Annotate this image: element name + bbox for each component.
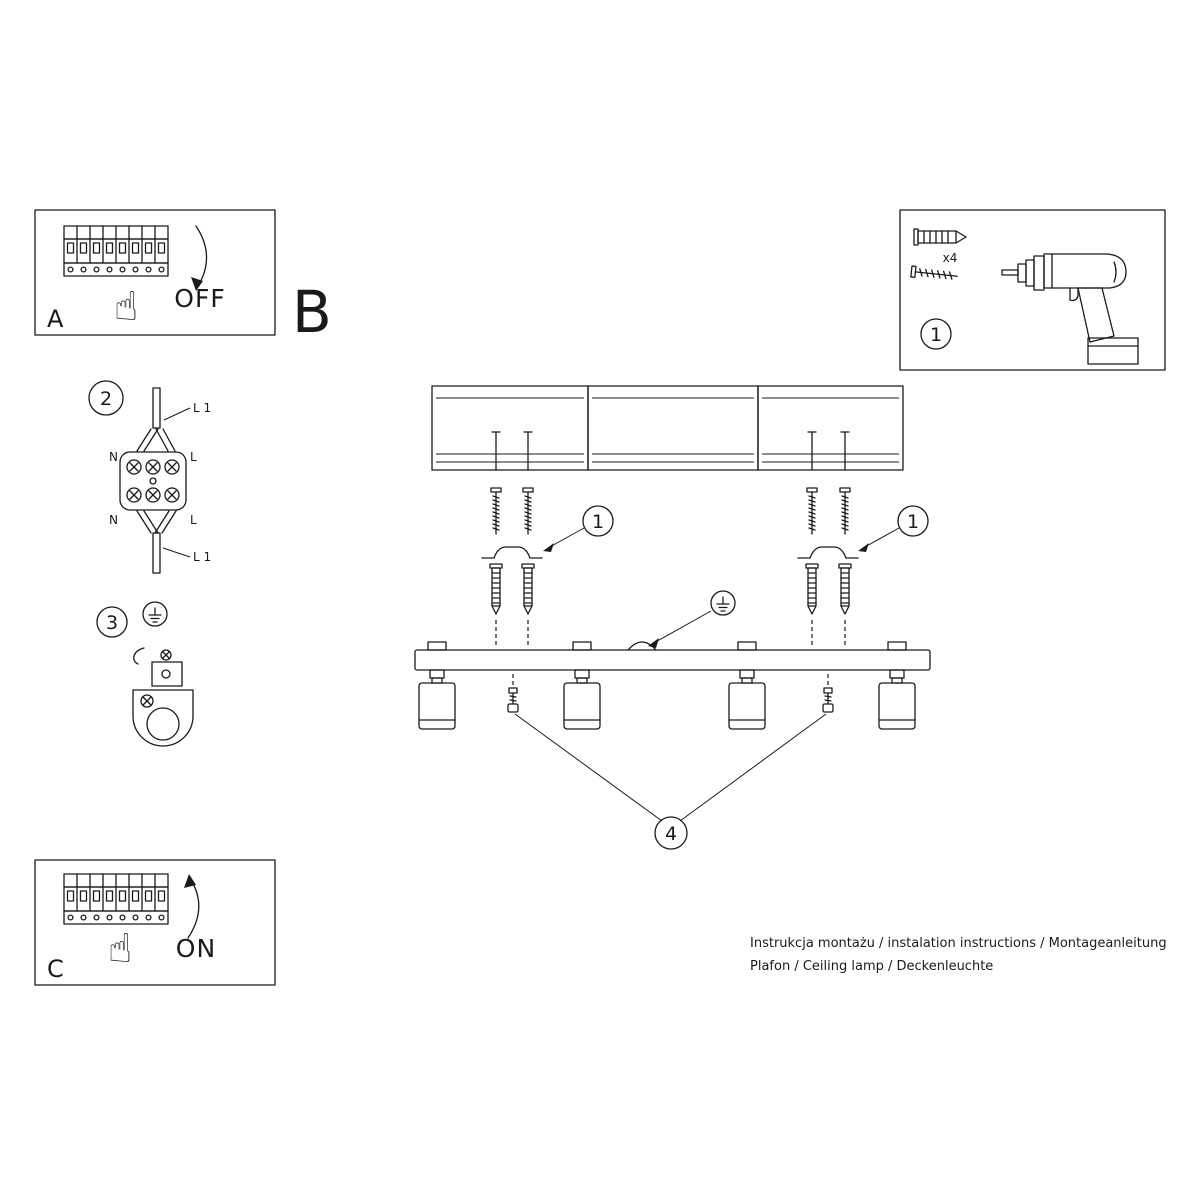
callout-4-badge [654, 816, 688, 850]
ground-wire [627, 641, 657, 651]
earth-icon [710, 590, 736, 616]
step-3-badge [96, 606, 128, 638]
label-l1-bottom: L 1 [193, 550, 211, 564]
callout-4: 4 [514, 713, 827, 850]
cable-split-bottom [136, 510, 177, 534]
panel-a: ☝ OFF A [34, 209, 276, 336]
panel-c: ☝ ON C [34, 859, 276, 986]
panel-a-state-label: OFF [174, 284, 225, 313]
callout-1-right-number: 1 [907, 511, 919, 533]
mounting-screw [839, 487, 851, 535]
footer-line-2: Plafon / Ceiling lamp / Deckenleuchte [750, 959, 993, 974]
terminal-block [119, 451, 187, 511]
section-b-label: B [292, 278, 332, 346]
cable-split-top [136, 428, 176, 452]
spotlight-head [878, 669, 916, 730]
breaker-panel-icon [63, 225, 169, 277]
rail-screw [840, 431, 850, 471]
step-2-number: 2 [100, 388, 112, 410]
tools-box: 1 x4 [899, 209, 1166, 371]
drill-icon [1001, 253, 1139, 365]
callout-1-left-number: 1 [592, 511, 604, 533]
hand-icon: ☝ [108, 926, 132, 972]
anchor-group-left [481, 487, 543, 646]
mounting-screw [806, 487, 818, 535]
rail-screw [491, 431, 501, 471]
step-2-badge [88, 380, 124, 416]
mounting-rail [431, 385, 904, 471]
spotlight-head [418, 669, 456, 730]
cable-top [152, 387, 161, 429]
step-2-wiring: 2 L 1 N L N L L 1 [88, 380, 211, 574]
hand-icon: ☝ [114, 284, 138, 330]
wire-curl [133, 647, 145, 665]
label-n-bottom: N [109, 513, 118, 527]
arrow-up-icon [184, 874, 200, 939]
wall-plug-icon [489, 563, 503, 615]
callout-1-right: 1 [858, 505, 929, 552]
screw-icon [910, 265, 958, 280]
label-n-top: N [109, 450, 118, 464]
label-l-bottom: L [190, 513, 197, 527]
ground-callout [627, 590, 736, 651]
anchor-group-right [797, 487, 859, 646]
panel-c-label: C [47, 955, 64, 983]
fixing-screw [822, 673, 834, 713]
leader-l1-top [163, 407, 191, 421]
label-l-top: L [190, 450, 197, 464]
label-l1-top: L 1 [193, 401, 211, 415]
arrow-down-icon [191, 225, 208, 291]
callout-4-number: 4 [665, 823, 677, 845]
footer-line-1: Instrukcja montażu / instalation instruc… [750, 936, 1167, 951]
breaker-panel-icon [63, 873, 169, 925]
callout-1-left: 1 [543, 505, 614, 552]
panel-a-label: A [47, 305, 64, 333]
wall-plug-icon [838, 563, 852, 615]
spotlight-head [563, 669, 601, 730]
leader-l1-bottom [162, 547, 191, 558]
earth-icon [142, 601, 168, 627]
wall-plug-icon [521, 563, 535, 615]
mounting-clip [481, 546, 543, 559]
step-3-grounding: 3 [96, 601, 194, 747]
cable-clamp-icon [132, 649, 194, 747]
cable-bottom [152, 532, 161, 574]
mounting-screw [490, 487, 502, 535]
rail-screw [807, 431, 817, 471]
tools-box-frame [899, 209, 1166, 371]
dowel-count-label: x4 [943, 251, 958, 265]
step-1-badge [920, 318, 952, 350]
step-1-number: 1 [930, 324, 942, 346]
rail-screw [523, 431, 533, 471]
fixing-screw [507, 673, 519, 713]
step-3-number: 3 [106, 612, 118, 634]
lamp-bar [414, 641, 931, 671]
callout-1-left-badge [582, 505, 614, 537]
panel-a-frame [34, 209, 276, 336]
spotlight-head [728, 669, 766, 730]
dowel-icon [913, 228, 967, 246]
panel-c-state-label: ON [176, 934, 216, 963]
wall-plug-icon [805, 563, 819, 615]
mounting-screw [522, 487, 534, 535]
callout-1-right-badge [897, 505, 929, 537]
mounting-clip [797, 546, 859, 559]
panel-c-frame [34, 859, 276, 986]
